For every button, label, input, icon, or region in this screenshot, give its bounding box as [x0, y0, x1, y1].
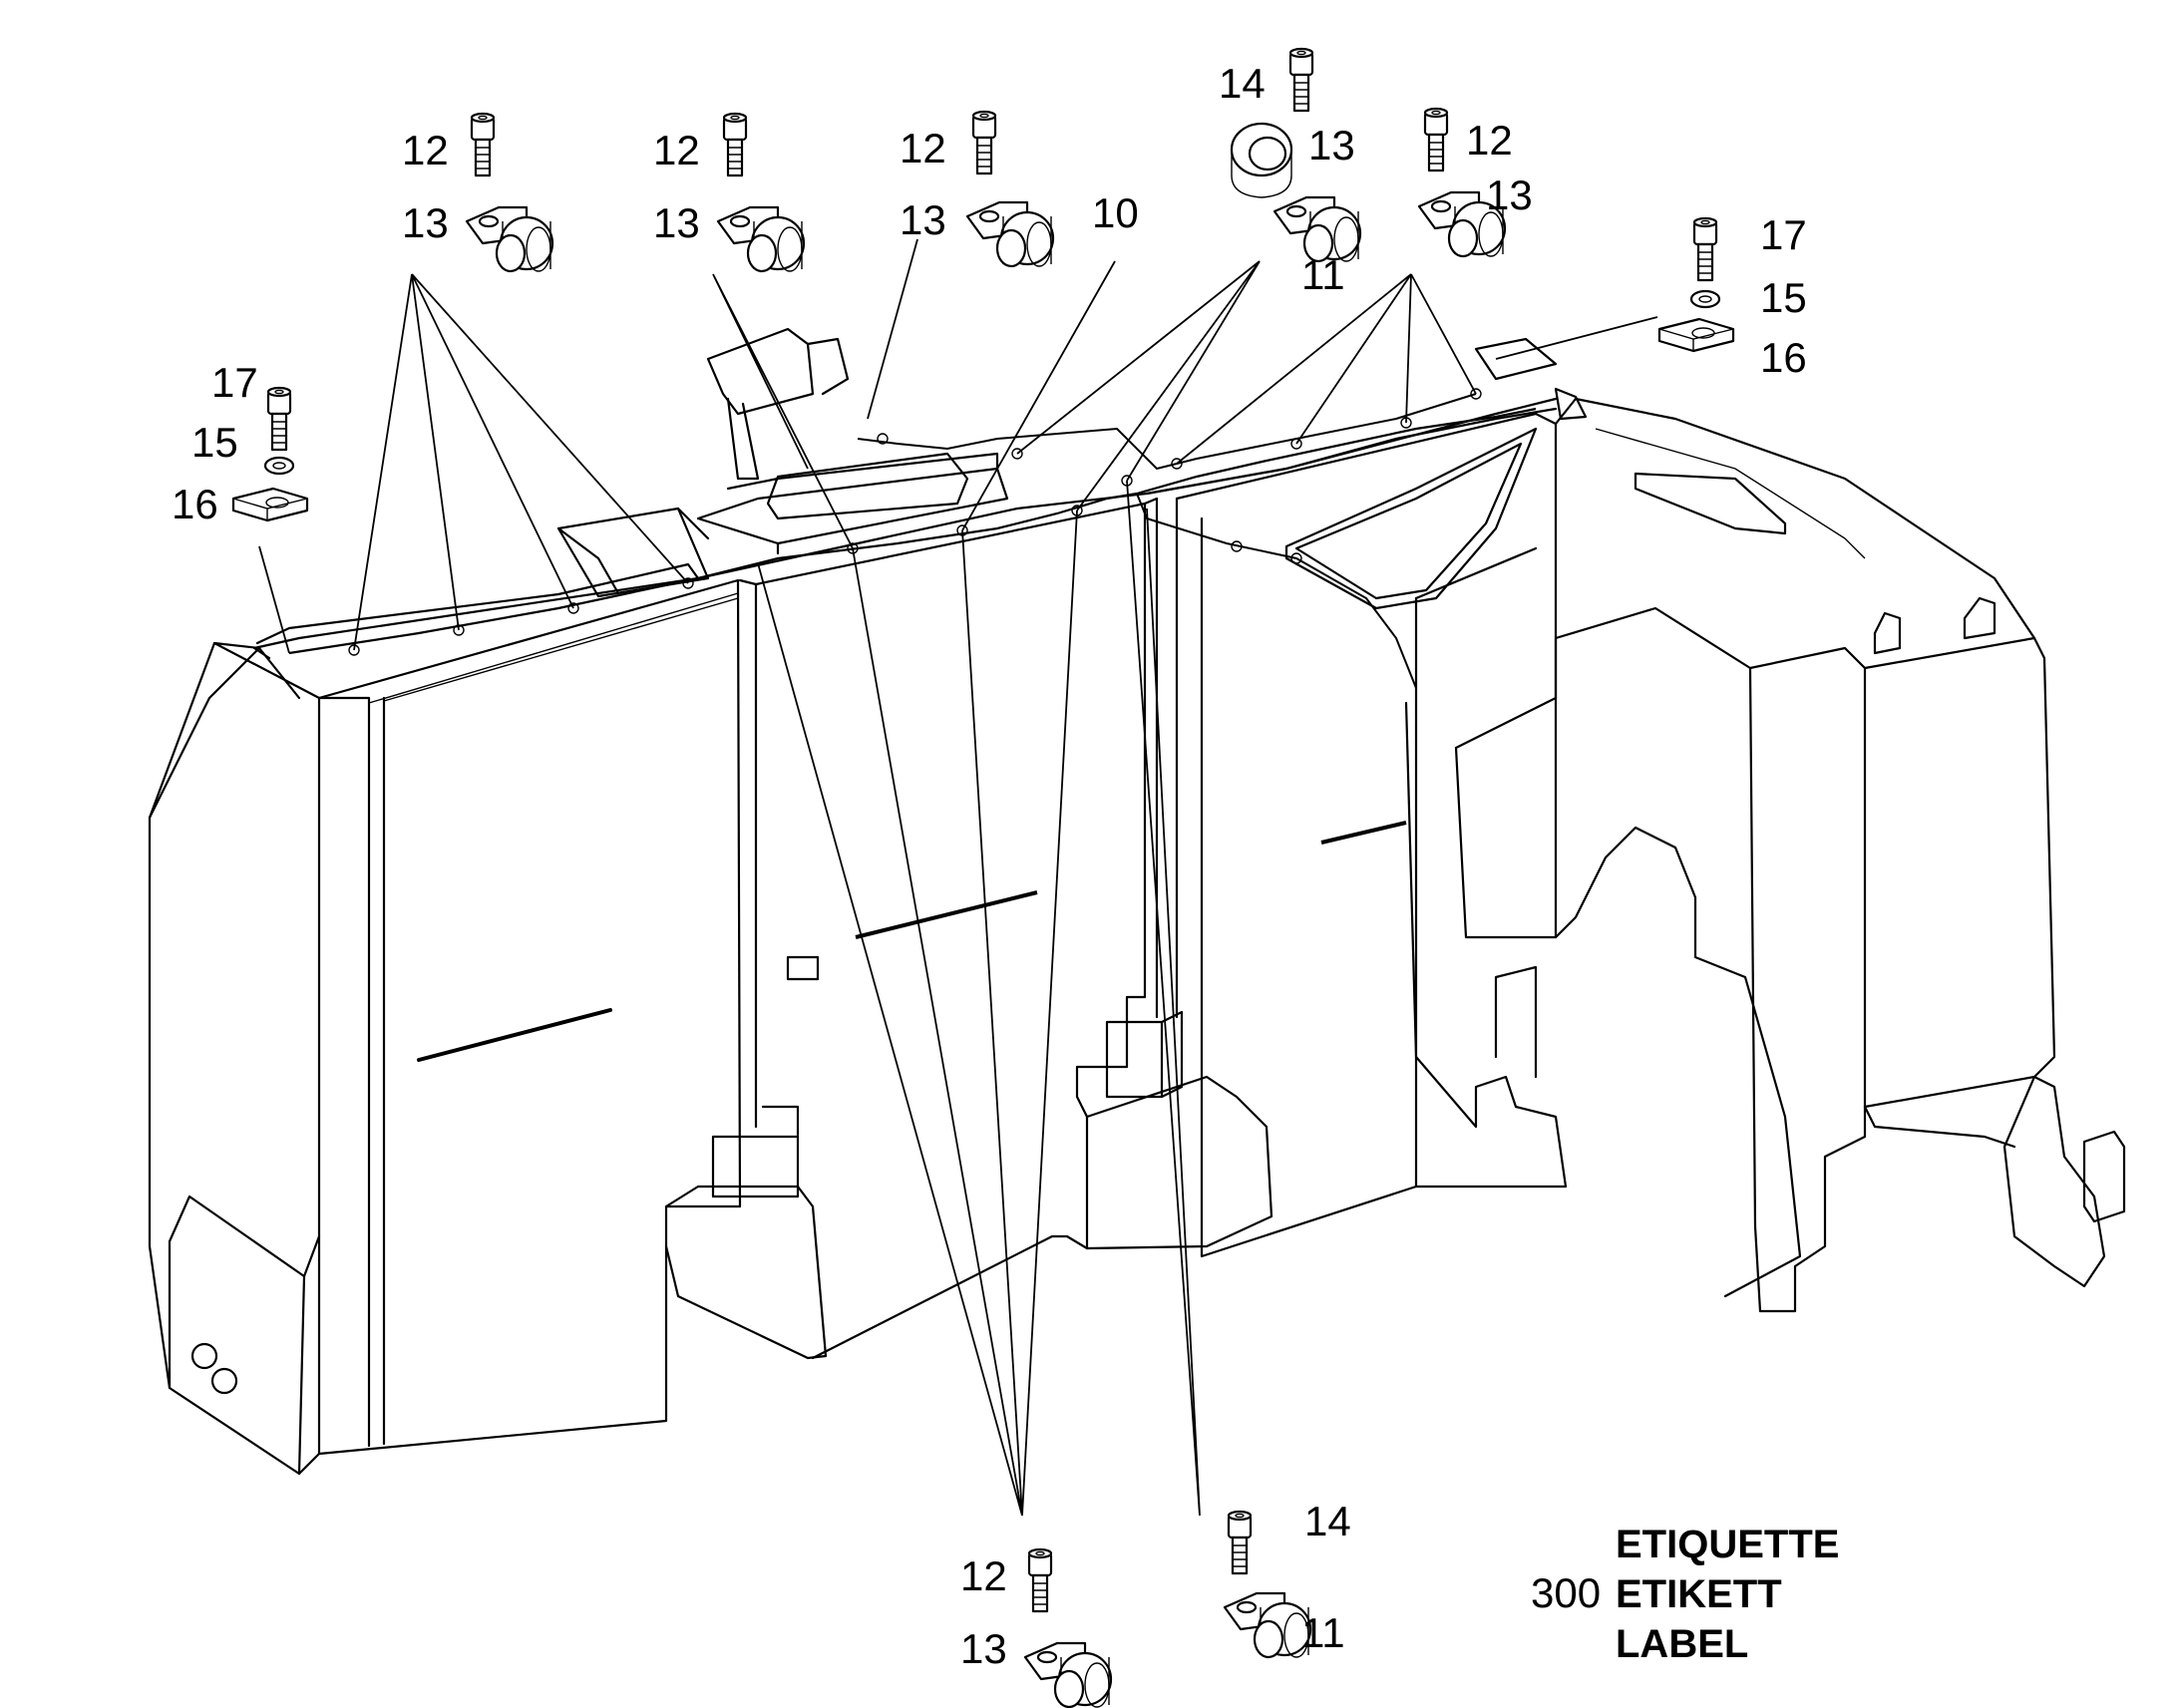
callout-14: 14	[1219, 60, 1266, 107]
callout-17: 17	[211, 359, 258, 406]
callout-labels: 12 13 12 13 12 13 10 14 13 11 12 13 17 1…	[172, 60, 1807, 1672]
screw-icon	[722, 112, 748, 177]
callout-13: 13	[960, 1625, 1007, 1672]
label-part-number: 300	[1531, 1569, 1601, 1616]
callout-13: 13	[900, 196, 946, 243]
callout-15: 15	[191, 419, 238, 466]
callout-12: 12	[653, 127, 700, 173]
clamp-icon	[1223, 1591, 1312, 1659]
screw-icon	[1692, 216, 1718, 282]
screw-icon	[1288, 47, 1314, 113]
callout-16: 16	[1760, 334, 1807, 381]
plate-icon	[1657, 317, 1735, 353]
callout-11: 11	[1301, 251, 1345, 298]
callout-12: 12	[960, 1552, 1007, 1599]
washer-icon	[1689, 289, 1721, 309]
callout-15: 15	[1760, 274, 1807, 321]
leader-lines	[258, 238, 1658, 1517]
screw-icon	[1423, 107, 1449, 172]
grommet-icon	[1230, 122, 1293, 199]
callout-13: 13	[653, 199, 700, 246]
callout-13: 13	[402, 199, 449, 246]
callout-12: 12	[402, 127, 449, 173]
callout-12: 12	[900, 125, 946, 171]
callout-13: 13	[1486, 171, 1533, 218]
label-line-fr: ETIQUETTE	[1616, 1523, 1839, 1566]
callout-11: 11	[1301, 1609, 1345, 1656]
label-line-en: LABEL	[1616, 1622, 1748, 1666]
callout-16: 16	[172, 481, 218, 527]
callout-17: 17	[1760, 211, 1807, 258]
screw-icon	[1227, 1510, 1253, 1575]
callout-13: 13	[1308, 122, 1355, 169]
screw-icon	[1027, 1547, 1053, 1613]
screw-icon	[470, 112, 496, 177]
callout-10: 10	[1092, 189, 1139, 236]
clamp-icon	[965, 200, 1055, 268]
label-block: 300 ETIQUETTE ETIKETT LABEL	[1531, 1523, 1839, 1666]
clamp-icon	[716, 205, 806, 273]
frame-assembly	[148, 327, 2126, 1476]
label-line-de: ETIKETT	[1616, 1572, 1782, 1616]
plate-icon	[231, 487, 309, 522]
washer-icon	[263, 456, 295, 476]
screw-icon	[266, 386, 292, 452]
callout-14: 14	[1304, 1498, 1351, 1544]
callout-12: 12	[1466, 117, 1513, 164]
clamp-icon	[1023, 1641, 1113, 1708]
screw-icon	[971, 110, 997, 175]
clamp-icon	[465, 205, 554, 273]
